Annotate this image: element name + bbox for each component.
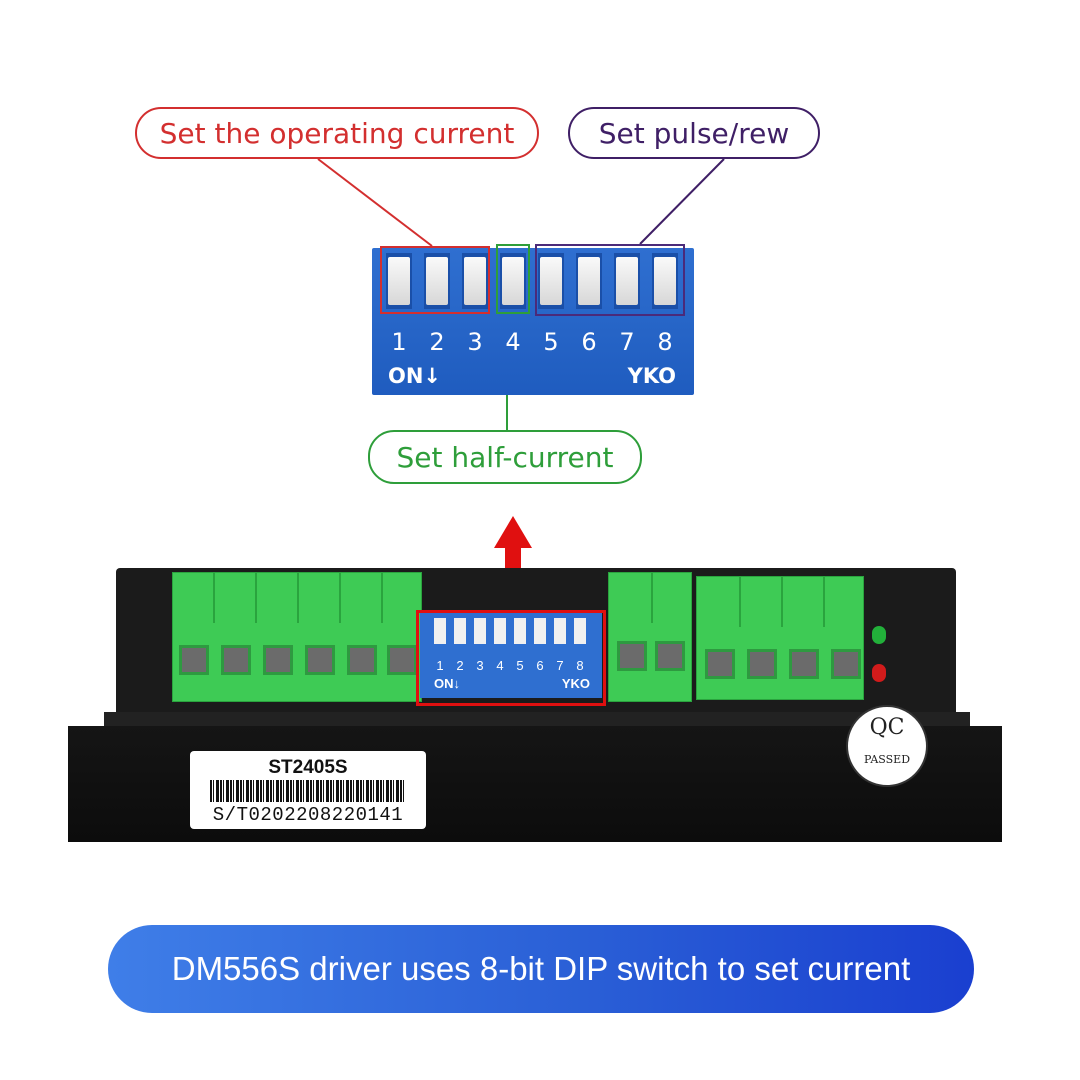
dip-number-small: 5 [516,658,524,673]
terminal-screw [263,645,293,675]
dip-number: 7 [619,328,635,356]
dip-number: 6 [581,328,597,356]
dip-number: 3 [467,328,483,356]
current-switches-highlight [380,246,490,314]
dip-switch-7 [614,253,640,309]
caption-text: DM556S driver uses 8-bit DIP switch to s… [171,950,911,987]
half-current-switch-highlight [496,244,530,314]
dip-number: 8 [657,328,673,356]
terminal-screw [655,641,685,671]
dip-number: 2 [429,328,445,356]
dip-number-small: 6 [536,658,544,673]
terminal-block-middle [608,572,692,702]
power-led-icon [872,626,886,644]
dip-on-label-small: ON↓ [434,676,460,691]
dip-number-small: 4 [496,658,504,673]
terminal-screw [179,645,209,675]
qc-passed-seal: QC PASSED [846,705,928,787]
dip-number-small: 2 [456,658,464,673]
caption-banner: DM556S driver uses 8-bit DIP switch to s… [108,925,974,1013]
pulse-rev-callout: Set pulse/rew [568,107,820,159]
half-current-callout: Set half-current [368,430,642,484]
terminal-screw [305,645,335,675]
terminal-screw [789,649,819,679]
terminal-screw [221,645,251,675]
model-number: ST2405S [268,757,348,778]
dip-number-small: 1 [436,658,444,673]
dip-number-small: 8 [576,658,584,673]
qc-status: PASSED [863,753,911,766]
dip-switch-4 [500,253,526,309]
pulse-switches-highlight [535,244,685,316]
dip-switch-zoom: 1 2 3 4 5 6 7 8 ON↓ YKO [372,248,694,395]
dip-brand-label: YKO [627,364,676,388]
dip-switch-highlight-box [416,610,606,706]
barcode-icon [210,780,406,802]
dip-number: 1 [391,328,407,356]
dip-number: 4 [505,328,521,356]
dip-number-small: 7 [556,658,564,673]
qc-mark: QC [869,715,905,740]
dip-switch-1 [386,253,412,309]
terminal-screw [747,649,777,679]
serial-number: S/T0202208220141 [212,804,404,826]
dip-switch-6 [576,253,602,309]
terminal-screw [705,649,735,679]
terminal-block-right [696,576,864,700]
terminal-screw [831,649,861,679]
dip-switch-2 [424,253,450,309]
dip-switch-8 [652,253,678,309]
terminal-block-left [172,572,422,702]
terminal-screw [347,645,377,675]
dip-on-label: ON↓ [388,364,442,388]
alarm-led-icon [872,664,886,682]
terminal-screw [387,645,417,675]
dip-number: 5 [543,328,559,356]
product-label: ST2405S S/T0202208220141 [190,751,426,829]
dip-switch-3 [462,253,488,309]
terminal-screw [617,641,647,671]
dip-number-small: 3 [476,658,484,673]
dip-switch-on-driver: 1 2 3 4 5 6 7 8 ON↓ YKO [420,612,602,698]
dip-switch-5 [538,253,564,309]
dip-brand-label-small: YKO [561,676,590,691]
operating-current-callout: Set the operating current [135,107,539,159]
